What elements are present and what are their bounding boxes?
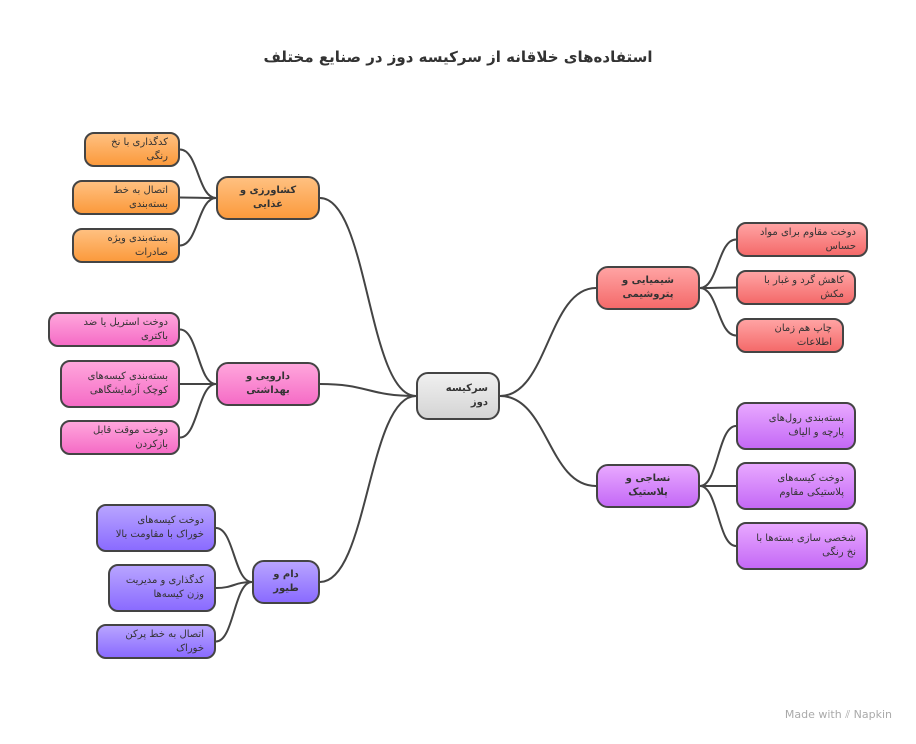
leaf-node[interactable]: کدگذاری با نخ رنگی: [84, 132, 180, 167]
connector: [699, 425, 737, 487]
connector: [699, 238, 737, 289]
category-agriculture[interactable]: کشاورزی و غذایی: [216, 176, 320, 220]
connector: [319, 395, 417, 583]
leaf-node[interactable]: اتصال به خط پرکن خوراک: [96, 624, 216, 659]
connector: [499, 287, 597, 397]
leaf-label: کدگذاری با نخ رنگی: [111, 136, 168, 162]
connector: [179, 148, 217, 199]
connector: [499, 395, 597, 487]
leaf-node[interactable]: بسته‌بندی رول‌های پارچه و الیاف: [736, 402, 856, 450]
leaf-label: بسته‌بندی کیسه‌های کوچک آزمایشگاهی: [87, 371, 168, 396]
connector: [179, 328, 217, 385]
category-textile[interactable]: نساجی و پلاستیک: [596, 464, 700, 508]
brand-label: Napkin: [853, 708, 892, 721]
leaf-label: بسته‌بندی ویژه صادرات: [107, 232, 168, 258]
leaf-node[interactable]: کاهش گرد و غبار با مکش: [736, 270, 856, 305]
leaf-node[interactable]: دوخت استریل یا ضد باکتری: [48, 312, 180, 347]
leaf-label: اتصال به خط بسته‌بندی: [113, 184, 168, 210]
category-pharmaceutical[interactable]: دارویی و بهداشتی: [216, 362, 320, 406]
category-label: کشاورزی و غذایی: [239, 185, 297, 210]
leaf-label: شخصی سازی بسته‌ها با نخ رنگی: [756, 533, 856, 558]
center-label: سرکیسه دوز: [445, 383, 488, 408]
leaf-node[interactable]: دوخت کیسه‌های خوراک با مقاومت بالا: [96, 504, 216, 552]
page-title: استفاده‌های خلاقانه از سرکیسه دوز در صنا…: [263, 48, 653, 66]
leaf-node[interactable]: دوخت کیسه‌های پلاستیکی مقاوم: [736, 462, 856, 510]
napkin-watermark: Made with ⫽ Napkin: [785, 708, 892, 722]
leaf-node[interactable]: بسته‌بندی کیسه‌های کوچک آزمایشگاهی: [60, 360, 180, 408]
leaf-node[interactable]: شخصی سازی بسته‌ها با نخ رنگی: [736, 522, 868, 570]
leaf-label: کاهش گرد و غبار با مکش: [763, 274, 844, 300]
center-node[interactable]: سرکیسه دوز: [416, 372, 500, 420]
connector: [179, 197, 217, 247]
connector: [215, 581, 253, 643]
leaf-node[interactable]: بسته‌بندی ویژه صادرات: [72, 228, 180, 263]
leaf-node[interactable]: دوخت موقت قابل بازکردن: [60, 420, 180, 455]
leaf-node[interactable]: کدگذاری و مدیریت وزن کیسه‌ها: [108, 564, 216, 612]
leaf-label: دوخت کیسه‌های خوراک با مقاومت بالا: [115, 515, 204, 540]
category-label: دارویی و بهداشتی: [245, 371, 291, 396]
leaf-label: دوخت استریل یا ضد باکتری: [83, 316, 168, 342]
leaf-label: چاپ هم زمان اطلاعات: [774, 322, 832, 348]
connector: [179, 196, 217, 199]
leaf-node[interactable]: چاپ هم زمان اطلاعات: [736, 318, 844, 353]
connector: [319, 197, 417, 397]
leaf-label: بسته‌بندی رول‌های پارچه و الیاف: [768, 413, 844, 438]
connector: [699, 485, 737, 547]
leaf-node[interactable]: اتصال به خط بسته‌بندی: [72, 180, 180, 215]
connector: [179, 383, 217, 439]
napkin-logo-icon: ⫽: [845, 708, 851, 721]
leaf-label: دوخت موقت قابل بازکردن: [93, 424, 168, 450]
leaf-node[interactable]: دوخت مقاوم برای مواد حساس: [736, 222, 868, 257]
leaf-label: دوخت کیسه‌های پلاستیکی مقاوم: [777, 473, 844, 498]
category-label: شیمیایی و پتروشیمی: [621, 275, 675, 300]
connector: [215, 527, 253, 583]
category-label: نساجی و پلاستیک: [625, 473, 671, 498]
category-livestock[interactable]: دام و طیور: [252, 560, 320, 604]
connector: [699, 287, 737, 337]
connector: [319, 383, 417, 397]
category-chemical[interactable]: شیمیایی و پتروشیمی: [596, 266, 700, 310]
connector: [699, 286, 737, 289]
leaf-label: دوخت مقاوم برای مواد حساس: [760, 226, 856, 252]
made-with-label: Made with: [784, 708, 842, 721]
category-label: دام و طیور: [273, 569, 299, 594]
leaf-label: کدگذاری و مدیریت وزن کیسه‌ها: [125, 575, 204, 600]
leaf-label: اتصال به خط پرکن خوراک: [125, 628, 204, 654]
